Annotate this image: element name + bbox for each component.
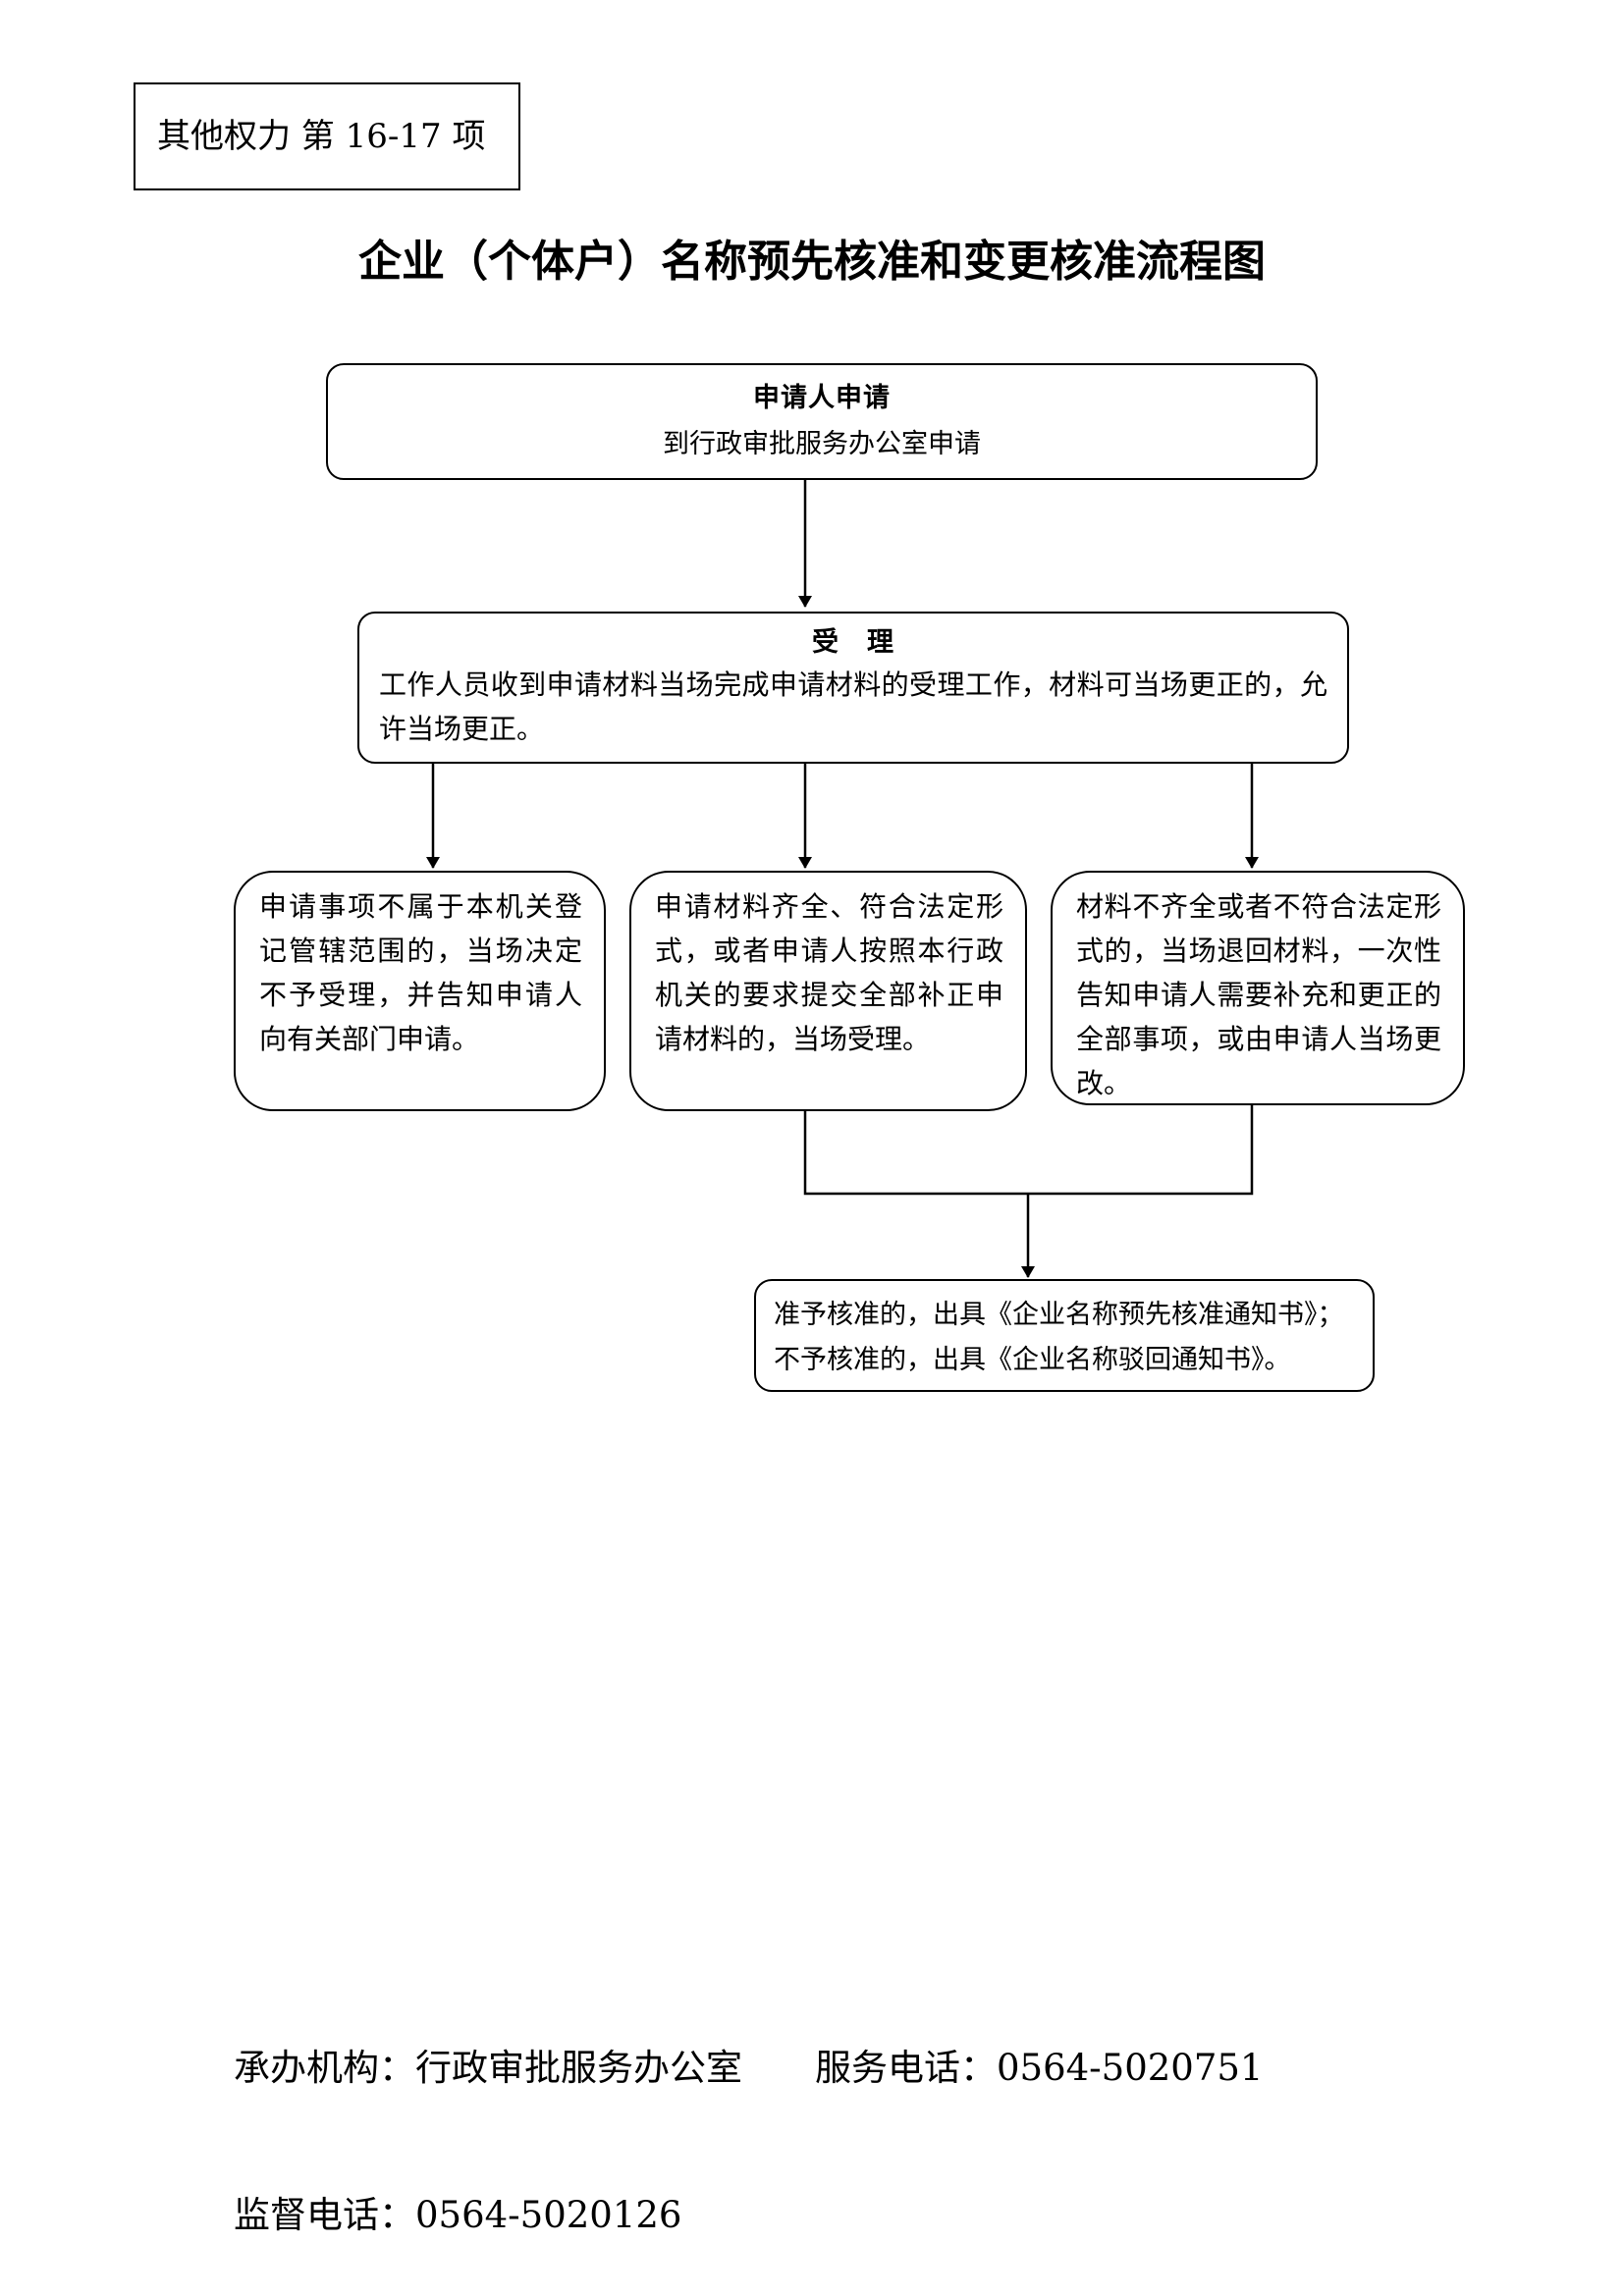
node-apply-title: 申请人申请 [753,383,891,413]
node-reject-scope: 申请事项不属于本机关登记管辖范围的，当场决定不予受理，并告知申请人向有关部门申请… [234,871,606,1111]
node-result-line1: 准予核准的，出具《企业名称预先核准通知书》； [774,1300,1344,1330]
item-tag-text: 其他权力 第 16-17 项 [157,117,486,156]
merge-line [803,1105,1254,1196]
node-result-line2: 不予核准的，出具《企业名称驳回通知书》。 [774,1345,1291,1375]
node-return-materials: 材料不齐全或者不符合法定形式的，当场退回材料，一次性告知申请人需要补充和更正的全… [1051,871,1465,1105]
node-accept-title: 受 理 [812,627,894,658]
item-tag-box: 其他权力 第 16-17 项 [134,82,520,190]
node-reject-scope-text: 申请事项不属于本机关登记管辖范围的，当场决定不予受理，并告知申请人向有关部门申请… [259,890,582,1055]
node-return-materials-text: 材料不齐全或者不符合法定形式的，当场退回材料，一次性告知申请人需要补充和更正的全… [1076,890,1441,1099]
node-result: 准予核准的，出具《企业名称预先核准通知书》； 不予核准的，出具《企业名称驳回通知… [754,1279,1375,1392]
footer-agency-phone: 承办机构：行政审批服务办公室 服务电话：0564-5020751 [234,2047,1264,2089]
node-accept: 受 理 工作人员收到申请材料当场完成申请材料的受理工作，材料可当场更正的，允许当… [357,612,1349,764]
node-apply-text: 到行政审批服务办公室申请 [663,429,981,459]
node-apply: 申请人申请 到行政审批服务办公室申请 [326,363,1318,480]
page-title: 企业（个体户）名称预先核准和变更核准流程图 [358,237,1266,287]
node-accept-text: 工作人员收到申请材料当场完成申请材料的受理工作，材料可当场更正的，允许当场更正。 [379,668,1327,745]
node-accept-complete: 申请材料齐全、符合法定形式，或者申请人按照本行政机关的要求提交全部补正申请材料的… [629,871,1027,1111]
footer-supervision-phone: 监督电话：0564-5020126 [234,2194,682,2236]
footer-contact: 承办机构：行政审批服务办公室 服务电话：0564-5020751 监督电话：05… [234,1946,1263,2289]
node-accept-complete-text: 申请材料齐全、符合法定形式，或者申请人按照本行政机关的要求提交全部补正申请材料的… [655,890,1003,1055]
